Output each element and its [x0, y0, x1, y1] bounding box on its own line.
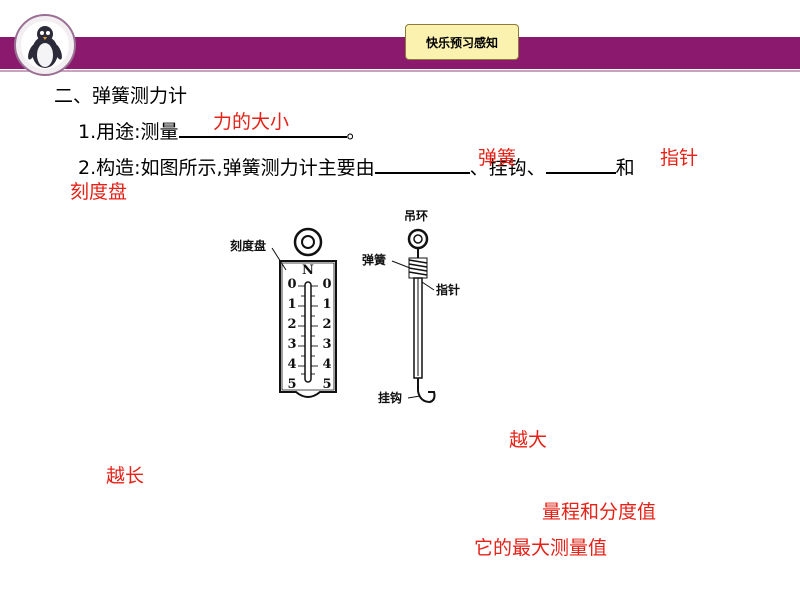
svg-text:4: 4: [287, 357, 296, 372]
item1-prefix: 1.用途:测量: [78, 121, 179, 143]
label-ring: 吊环: [404, 209, 428, 223]
label-spring: 弹簧: [362, 252, 386, 267]
item2-mid1: 、挂钩、: [469, 157, 546, 179]
header-banner: [0, 37, 800, 69]
spring-scale-side: [407, 228, 436, 404]
svg-text:2: 2: [287, 317, 296, 332]
header-rule: [0, 70, 800, 72]
answer-longer: 越长: [106, 465, 145, 487]
svg-text:1: 1: [287, 297, 296, 312]
label-dial: 刻度盘: [230, 238, 266, 253]
item2-blank1: [374, 152, 470, 174]
item1-blank: [178, 116, 347, 138]
section-badge-label: 快乐预习感知: [425, 35, 498, 50]
svg-text:0: 0: [322, 277, 331, 292]
item1-answer: 力的大小: [213, 111, 290, 133]
svg-text:1: 1: [322, 297, 331, 312]
svg-text:2: 2: [322, 317, 331, 332]
scale-right-numbers: 0 1 2 3 4 5: [322, 277, 331, 392]
scale-unit: N: [302, 263, 314, 278]
svg-text:4: 4: [322, 357, 331, 372]
item1-line: 1.用途:测量 。: [78, 116, 366, 144]
item2-prefix: 2.构造:如图所示,弹簧测力计主要由: [78, 157, 375, 179]
svg-text:3: 3: [287, 337, 296, 352]
label-pointer: 指针: [436, 282, 460, 297]
section-title: 二、弹簧测力计: [54, 85, 188, 107]
item2-answer-dial: 刻度盘: [70, 181, 128, 203]
svg-text:3: 3: [322, 337, 331, 352]
answer-max-measure: 它的最大测量值: [474, 537, 608, 559]
svg-text:0: 0: [287, 277, 296, 292]
penguin-logo-icon: [14, 14, 76, 76]
item1-suffix: 。: [346, 121, 366, 143]
item2-answer-spring: 弹簧: [478, 147, 517, 169]
item2-mid2: 和: [615, 157, 635, 179]
svg-text:5: 5: [322, 377, 331, 392]
label-hook: 挂钩: [378, 390, 402, 405]
item2-line: 2.构造:如图所示,弹簧测力计主要由 、挂钩、 和: [78, 152, 635, 180]
scale-left-numbers: 0 1 2 3 4 5: [287, 277, 296, 392]
section-badge: 快乐预习感知: [405, 24, 519, 60]
item2-answer-pointer: 指针: [660, 147, 699, 169]
item2-blank2: [545, 152, 616, 174]
answer-range-division: 量程和分度值: [542, 501, 657, 523]
answer-greater: 越大: [509, 429, 548, 451]
spring-scale-figure: N 0 1 2 3 4 5 0 1 2 3 4 5 刻度盘 吊环: [230, 209, 460, 405]
spring-scale-front: N 0 1 2 3 4 5 0 1 2 3 4 5: [279, 227, 337, 398]
svg-text:5: 5: [287, 377, 296, 392]
